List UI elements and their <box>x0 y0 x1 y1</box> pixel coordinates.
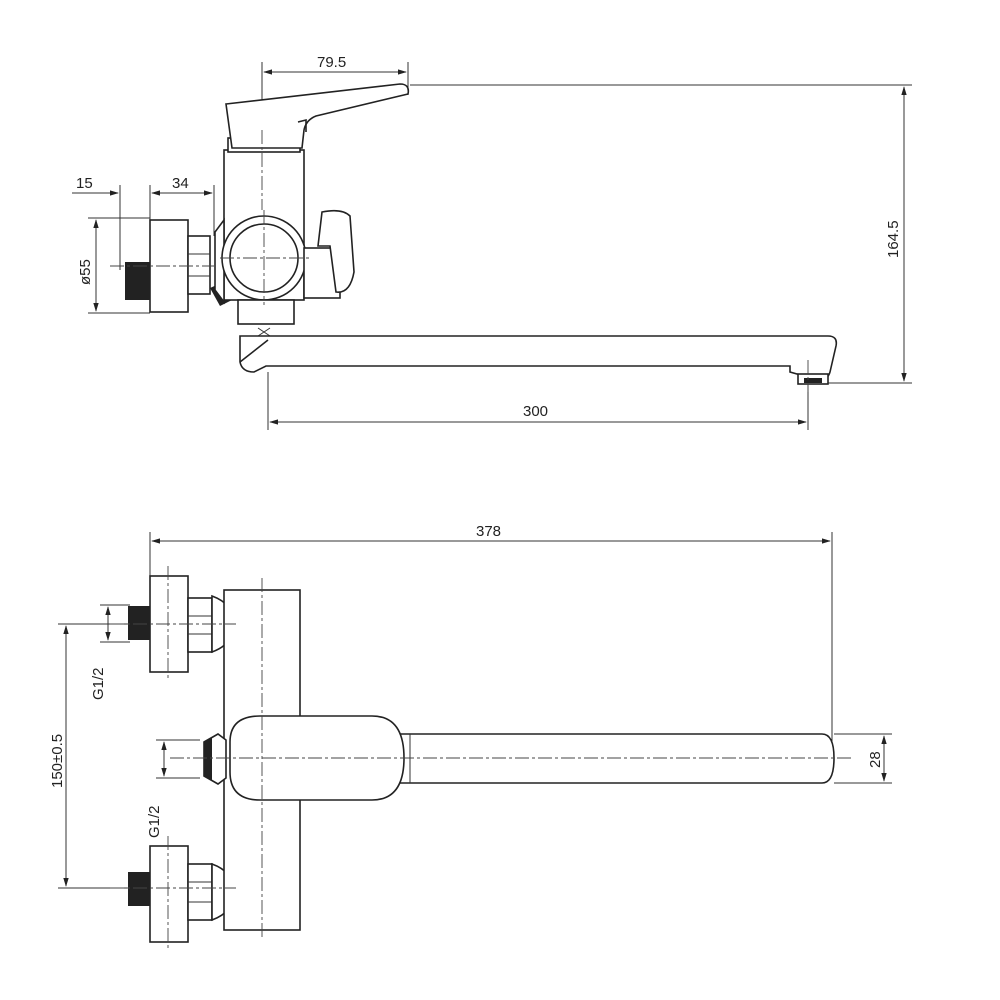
dim-thread-lower: G1/2 <box>146 739 200 838</box>
dim-total-height: 164.5 <box>410 84 912 384</box>
dim-total-length-label: 378 <box>476 523 501 540</box>
lower-inlet <box>128 845 235 943</box>
dim-inlet-spacing: 150±0.5 <box>49 623 140 889</box>
dim-thread-lower-label: G1/2 <box>146 805 163 838</box>
dim-flange-diameter: ø55 <box>77 217 150 314</box>
dim-inlet-spacing-label: 150±0.5 <box>49 734 66 788</box>
center-lines-top <box>110 566 852 948</box>
spout <box>239 335 838 385</box>
dim-handle-reach: 79.5 <box>261 54 409 100</box>
center-lines-front <box>110 130 809 392</box>
dim-thread-upper-label: G1/2 <box>90 667 107 700</box>
top-view: 378 150±0.5 G1/2 G1/2 28 <box>49 523 892 948</box>
dim-handle-reach-label: 79.5 <box>317 54 346 71</box>
dim-spout-width: 28 <box>834 733 892 784</box>
dim-thread-upper: G1/2 <box>90 604 130 700</box>
dim-eccentric-depth-label: 34 <box>172 175 189 192</box>
dim-total-length: 378 <box>149 523 833 748</box>
dim-total-height-label: 164.5 <box>885 220 902 258</box>
dim-spout-length-label: 300 <box>523 403 548 420</box>
lever-handle <box>225 83 410 149</box>
dim-spout-width-label: 28 <box>867 751 884 768</box>
spout-top <box>394 733 835 784</box>
dim-flange-diameter-label: ø55 <box>77 259 94 285</box>
dim-eccentric: 15 34 <box>72 175 215 270</box>
front-view: 79.5 164.5 300 15 34 <box>72 54 912 430</box>
dim-spout-length: 300 <box>267 372 809 430</box>
mixer-body <box>214 137 355 337</box>
dim-eccentric-offset-label: 15 <box>76 175 93 192</box>
